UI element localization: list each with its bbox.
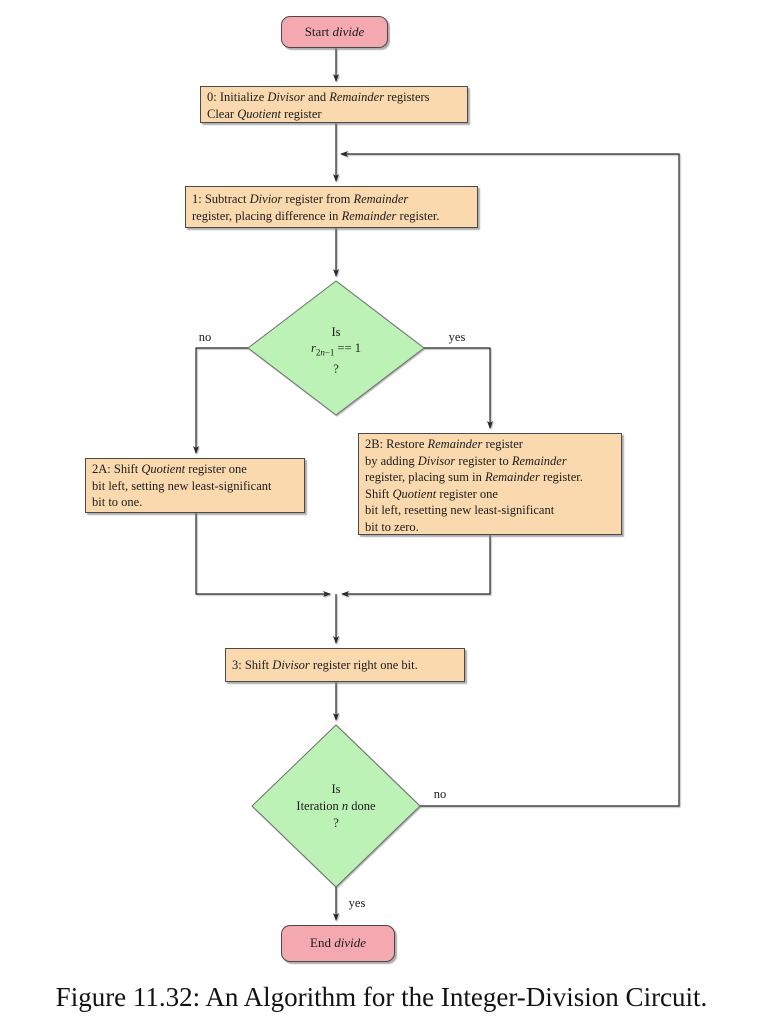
end-node: End divide	[281, 925, 395, 962]
decision2-yes-label: yes	[348, 896, 366, 910]
edge-decision2-no-loop	[340, 151, 680, 807]
decision1-no-label: no	[198, 330, 212, 344]
edge-decision1-no	[193, 347, 248, 454]
figure-caption: Figure 11.32: An Algorithm for the Integ…	[55, 982, 708, 1012]
start-node: Start divide	[281, 16, 388, 48]
edge-decision1-yes	[424, 347, 493, 429]
decision1-diamond	[247, 280, 425, 416]
edge-step2b-to-merge	[341, 535, 491, 597]
step2b-node: 2B: Restore Remainder register by adding…	[358, 433, 622, 535]
step0-node: 0: Initialize Divisor and Remainder regi…	[200, 86, 468, 123]
decision2-label: Is Iteration n done ?	[296, 782, 376, 830]
edge-step2a-to-merge	[195, 513, 331, 597]
decision1-label: Is r2n−1 == 1 ?	[310, 325, 362, 376]
step1-node: 1: Subtract Divior register from Remaind…	[185, 186, 478, 228]
decision1-yes-label: yes	[448, 330, 466, 344]
decision2-no-label: no	[433, 787, 447, 801]
step2a-node: 2A: Shift Quotient register one bit left…	[85, 458, 305, 513]
step3-node: 3: Shift Divisor register right one bit.	[225, 648, 465, 682]
